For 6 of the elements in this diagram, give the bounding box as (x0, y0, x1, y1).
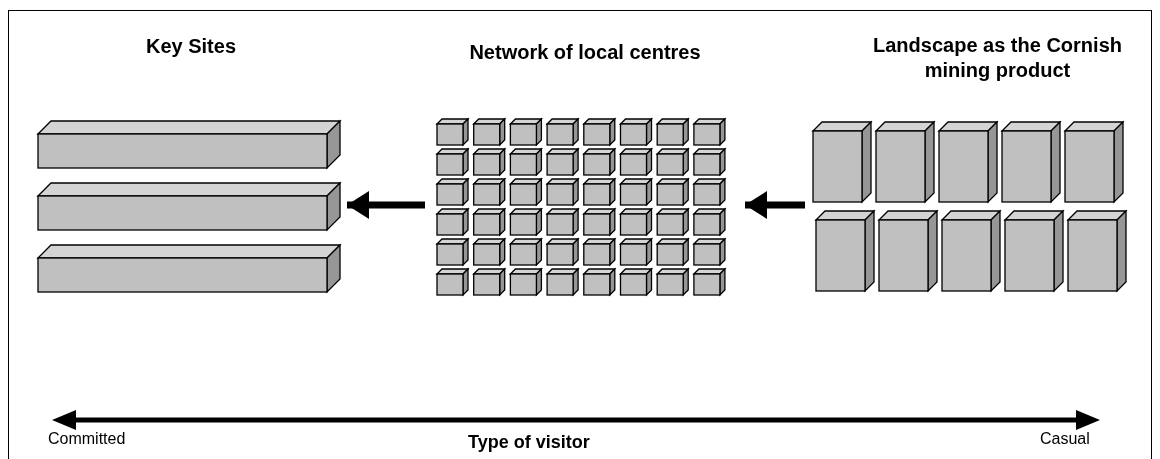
scale-end-label: Committed (48, 430, 126, 448)
group-heading: Key Sites (144, 34, 238, 59)
scale-end-label: Casual (1040, 430, 1090, 448)
group-heading: Network of local centres (468, 40, 702, 65)
group-heading: Landscape as the Cornish mining product (872, 33, 1123, 83)
scale-title: Type of visitor (468, 432, 590, 453)
